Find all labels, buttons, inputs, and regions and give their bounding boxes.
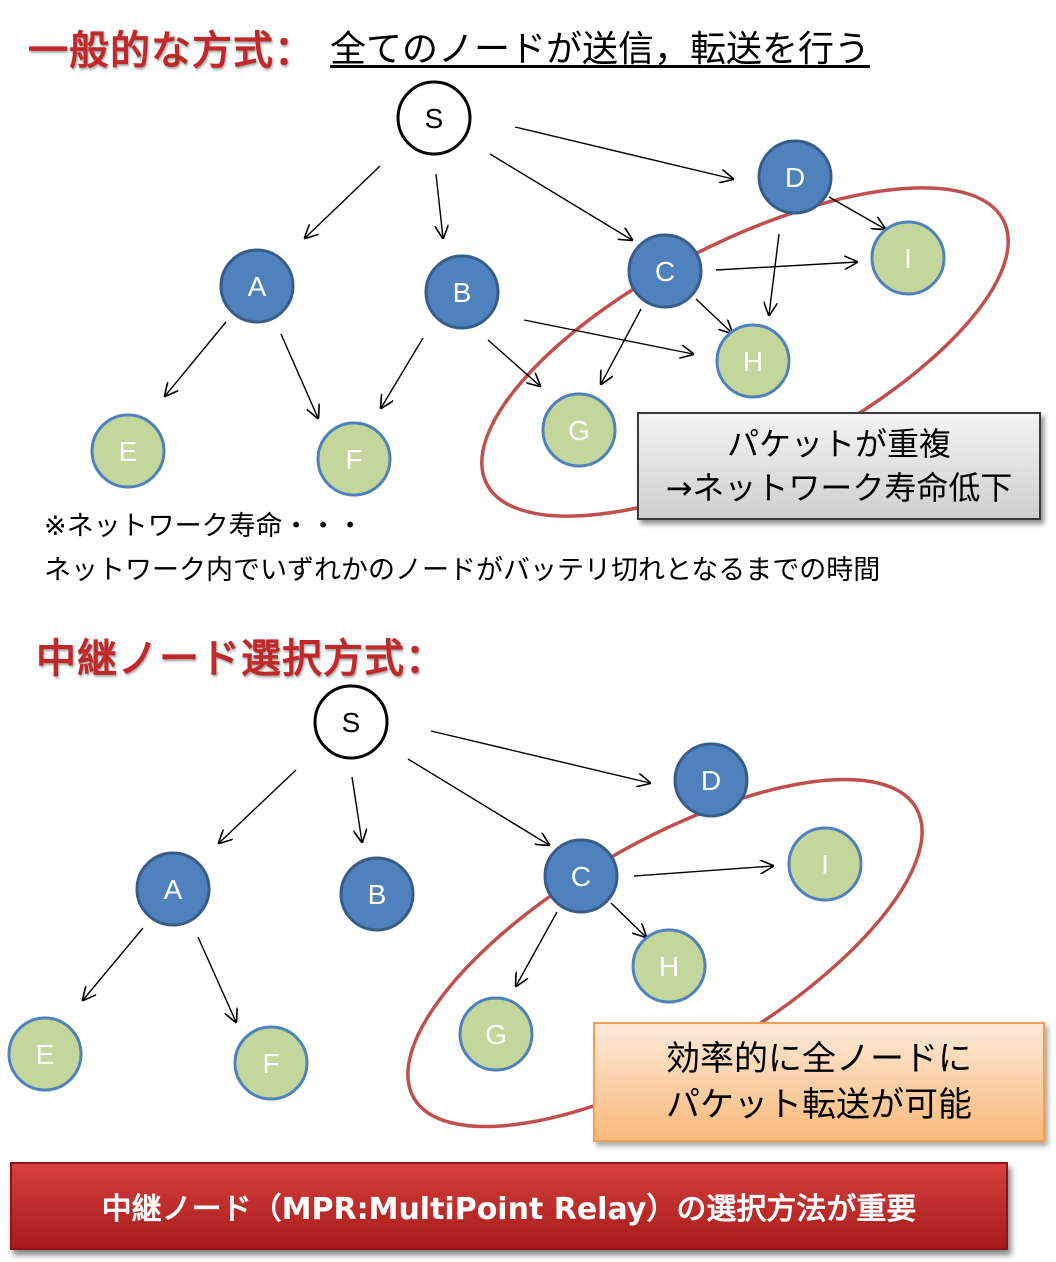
bottom-node-d: D xyxy=(673,742,749,818)
arrow-s-a xyxy=(305,165,381,238)
arrow-a-f xyxy=(280,333,318,418)
top-callout-line-2: →ネットワーク寿命低下 xyxy=(665,469,1013,507)
bottom-callout-line-1: 効率的に全ノードに xyxy=(666,1039,972,1079)
top-node-b: B xyxy=(424,254,500,330)
svg-text:S: S xyxy=(342,707,361,738)
bottom-callout-box: 効率的に全ノードに パケット転送が可能 xyxy=(593,1022,1045,1142)
svg-text:A: A xyxy=(248,271,267,302)
bottom-node-c: C xyxy=(543,838,619,914)
svg-text:C: C xyxy=(571,861,591,892)
arrow-c-h xyxy=(695,298,732,333)
bottom-node-f: F xyxy=(233,1025,309,1101)
bottom-arrows xyxy=(83,730,773,1022)
top-node-a: A xyxy=(219,248,295,324)
arrow-d-i xyxy=(828,196,885,229)
svg-text:D: D xyxy=(785,162,805,193)
bottom-node-b: B xyxy=(339,856,415,932)
arrow-s-d xyxy=(514,126,733,179)
arrow-a-f xyxy=(197,936,236,1022)
bottom-node-e: E xyxy=(7,1016,83,1092)
arrow-a-e xyxy=(83,927,144,1000)
svg-text:A: A xyxy=(164,874,183,905)
top-node-s: S xyxy=(396,80,472,156)
top-node-d: D xyxy=(757,139,833,215)
arrow-s-b xyxy=(436,173,443,238)
bottom-node-h: H xyxy=(631,928,707,1004)
bottom-node-i: I xyxy=(787,826,863,902)
arrow-s-c xyxy=(489,153,632,240)
svg-text:B: B xyxy=(453,277,472,308)
arrow-s-b xyxy=(351,776,362,842)
top-node-e: E xyxy=(90,413,166,489)
svg-text:I: I xyxy=(904,243,912,274)
bottom-callout-line-2: パケット転送が可能 xyxy=(666,1085,972,1125)
arrow-b-h xyxy=(523,319,693,354)
top-diagram: S A B C D E F G xyxy=(90,80,1010,518)
note-line-1: ※ネットワーク寿命・・・ xyxy=(44,511,364,542)
top-node-f: F xyxy=(316,421,392,497)
bottom-node-a: A xyxy=(135,851,211,927)
svg-text:C: C xyxy=(655,256,675,287)
top-callout-line-1: パケットが重複 xyxy=(726,425,951,463)
bottom-node-s: S xyxy=(313,684,389,760)
svg-text:E: E xyxy=(119,436,138,467)
svg-text:E: E xyxy=(36,1039,55,1070)
banner-text: 中継ノード（MPR:MultiPoint Relay）の選択方法が重要 xyxy=(101,1192,917,1227)
arrow-a-e xyxy=(165,321,227,396)
top-node-h: H xyxy=(715,323,791,399)
top-node-c: C xyxy=(627,233,703,309)
top-arrows xyxy=(165,126,885,418)
arrow-s-a xyxy=(219,769,297,843)
arrow-c-g xyxy=(601,308,642,384)
top-node-i: I xyxy=(870,220,946,296)
top-callout-box: パケットが重複 →ネットワーク寿命低下 xyxy=(637,412,1041,520)
bottom-heading-red: 中継ノード選択方式： xyxy=(36,636,446,682)
top-heading-red: 一般的な方式： xyxy=(28,28,315,74)
svg-text:I: I xyxy=(821,849,829,880)
svg-text:G: G xyxy=(568,415,590,446)
svg-text:H: H xyxy=(659,951,679,982)
svg-text:G: G xyxy=(485,1019,507,1050)
mpr-importance-banner: 中継ノード（MPR:MultiPoint Relay）の選択方法が重要 xyxy=(10,1162,1008,1250)
note-line-2: ネットワーク内でいずれかのノードがバッテリ切れとなるまでの時間 xyxy=(44,555,881,586)
svg-text:F: F xyxy=(345,444,362,475)
top-heading-subtitle: 全てのノードが送信，転送を行う xyxy=(330,29,871,70)
arrow-c-g xyxy=(516,911,558,986)
arrow-c-i xyxy=(715,262,857,271)
svg-text:S: S xyxy=(425,103,444,134)
svg-text:H: H xyxy=(743,346,763,377)
svg-text:B: B xyxy=(368,879,387,910)
svg-text:D: D xyxy=(701,765,721,796)
arrow-c-h xyxy=(610,902,646,937)
arrow-c-i xyxy=(633,866,773,877)
top-node-g: G xyxy=(541,392,617,468)
bottom-node-g: G xyxy=(458,996,534,1072)
arrow-b-g xyxy=(487,339,540,386)
arrow-s-c xyxy=(407,758,549,845)
svg-text:F: F xyxy=(262,1048,279,1079)
arrow-d-h xyxy=(769,233,780,315)
arrow-b-f xyxy=(381,337,424,408)
arrow-s-d xyxy=(430,730,650,783)
